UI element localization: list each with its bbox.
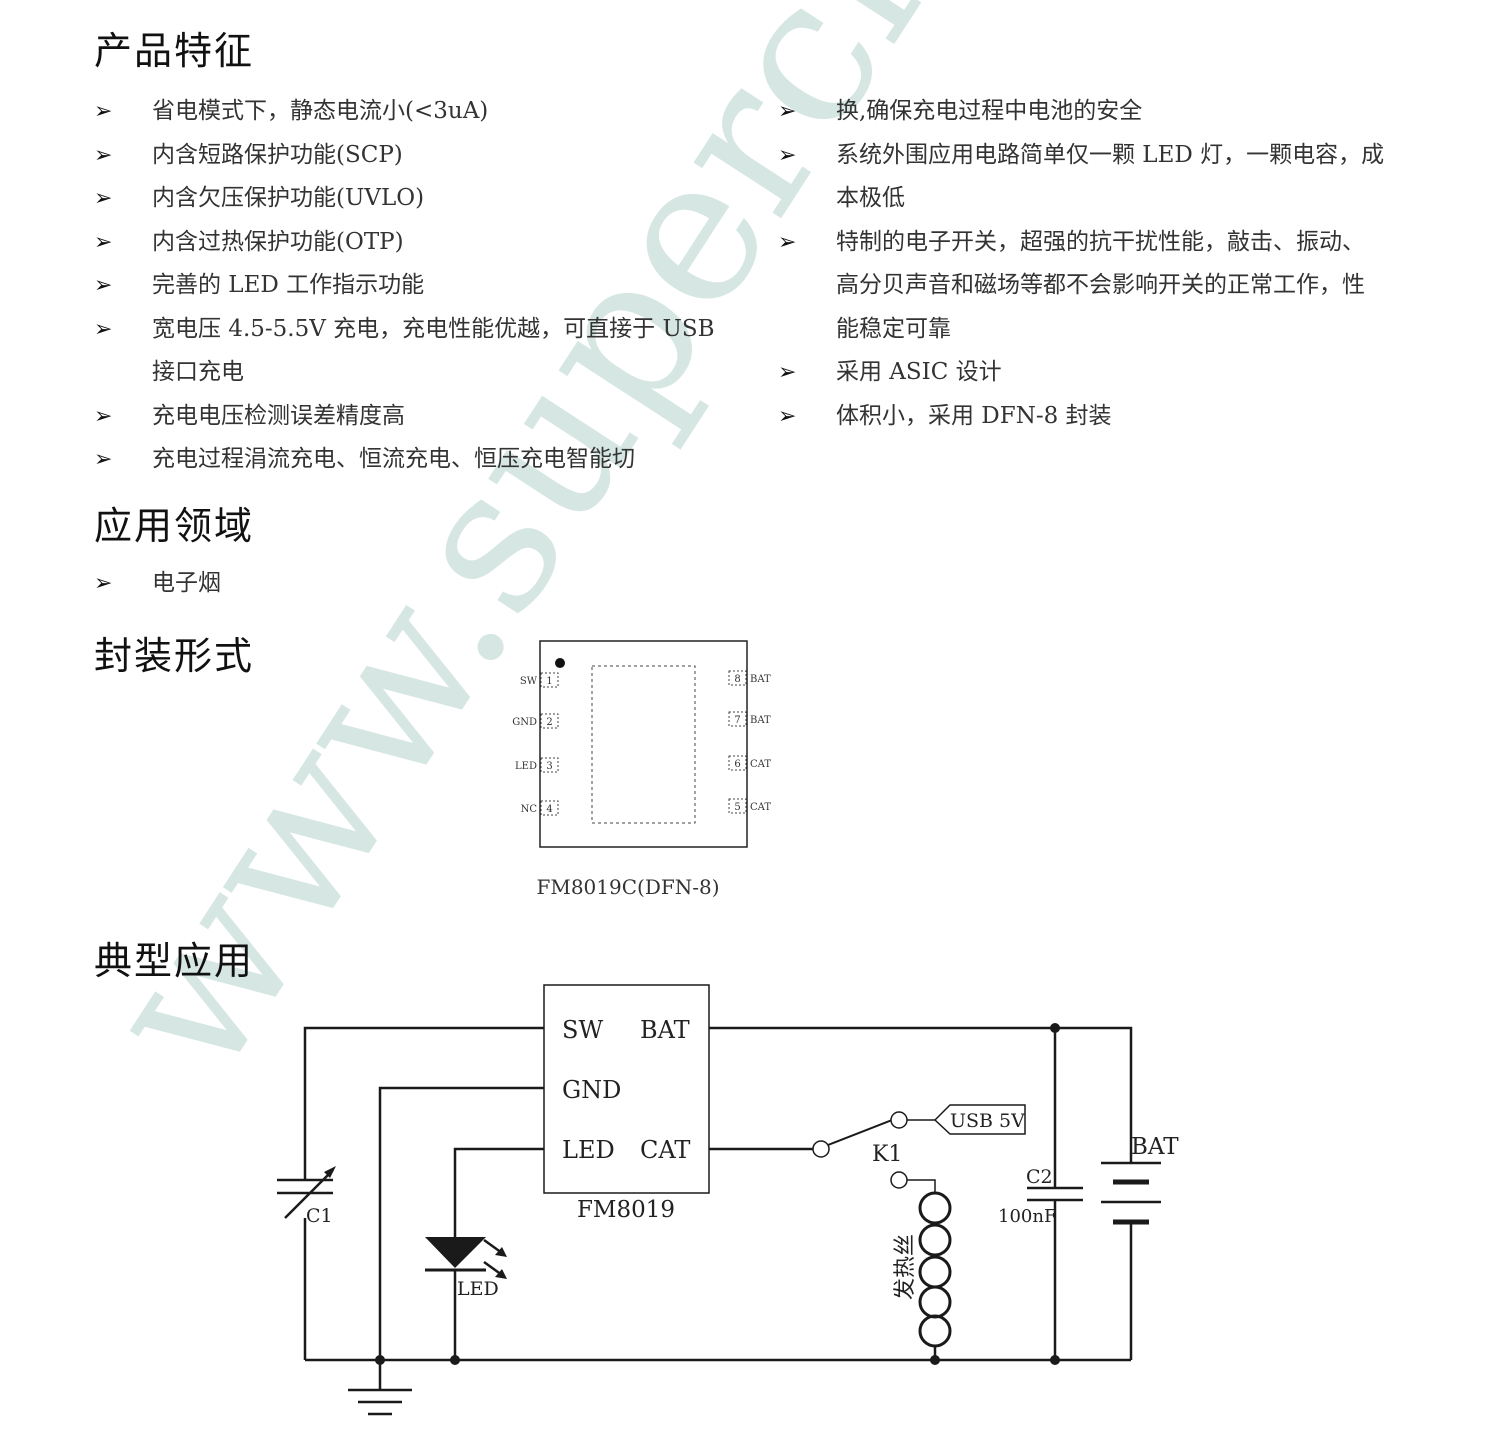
switch-blade: [827, 1119, 893, 1146]
arrow-bullet-icon: ➢: [94, 99, 113, 124]
arrow-bullet-icon: ➢: [778, 403, 797, 429]
arrow-bullet-icon: ➢: [94, 571, 113, 596]
pin1-marker: [555, 658, 565, 668]
switch-contact-heater: [890, 1171, 908, 1189]
feature-text: 能稳定可靠: [836, 315, 951, 342]
pin-pad: [728, 755, 747, 771]
pin-name: GND: [512, 717, 537, 728]
feature-text: 充电电压检测误差精度高: [152, 402, 405, 429]
pin-pad: [728, 670, 747, 686]
feature-text: 体积小，采用 DFN-8 封装: [836, 402, 1112, 429]
arrow-bullet-icon: ➢: [94, 229, 113, 255]
package-heading: 封装形式: [94, 634, 255, 678]
led-triangle: [425, 1237, 486, 1268]
led-arrowhead-2: [495, 1269, 507, 1279]
arrow-bullet-icon: ➢: [94, 447, 113, 472]
led-arrowhead-1: [495, 1247, 507, 1257]
pin-name: BAT: [750, 715, 771, 726]
pin-pad: [728, 711, 747, 727]
package-body: [539, 640, 748, 848]
feature-text: 本极低: [836, 185, 905, 211]
feature-text: 系统外围应用电路简单仅一颗 LED 灯，一颗电容，成: [836, 141, 1385, 168]
feature-text: 完善的 LED 工作指示功能: [152, 272, 425, 298]
c1-label: C1: [306, 1205, 333, 1227]
chip-name-label: FM8019: [577, 1197, 675, 1223]
pin-pad: [540, 713, 559, 729]
chip-pin-gnd: GND: [562, 1076, 621, 1104]
arrow-bullet-icon: ➢: [778, 360, 797, 385]
c1-adjust-arrow: [284, 1169, 334, 1219]
pin-name: LED: [515, 761, 537, 772]
c1-arrow-head: [324, 1166, 336, 1178]
usb-label: USB 5V: [950, 1110, 1025, 1132]
exposed-pad: [591, 665, 696, 824]
wire-gnd: [378, 1086, 544, 1390]
pin-pad: [540, 800, 559, 816]
pin-number: 5: [734, 802, 740, 813]
applications-heading: 应用领域: [94, 504, 255, 548]
pin-number: 7: [734, 715, 740, 726]
usb-tag: [933, 1104, 1026, 1135]
pin-pad: [540, 757, 559, 773]
arrow-bullet-icon: ➢: [778, 99, 797, 124]
features-heading: 产品特征: [94, 29, 255, 73]
arrow-bullet-icon: ➢: [94, 316, 113, 342]
wire-bat: [709, 1026, 1133, 1163]
pin-name: CAT: [750, 759, 771, 770]
wire-heater-top: [907, 1179, 936, 1192]
feature-text: 特制的电子开关，超强的抗干扰性能，敲击、振动、: [836, 228, 1365, 255]
pin-number: 2: [546, 717, 552, 728]
feature-text: 省电模式下，静态电流小(<3uA): [152, 98, 489, 124]
arrow-bullet-icon: ➢: [94, 403, 113, 429]
led-label: LED: [457, 1278, 499, 1300]
arrow-bullet-icon: ➢: [94, 142, 113, 168]
switch-contact-common: [812, 1140, 830, 1158]
wire-sw: [303, 1026, 544, 1180]
chip-pin-sw: SW: [562, 1016, 603, 1044]
arrow-bullet-icon: ➢: [94, 273, 113, 298]
feature-text: 宽电压 4.5-5.5V 充电，充电性能优越，可直接于 USB: [152, 315, 715, 342]
pin-number: 6: [734, 759, 740, 770]
package-caption: FM8019C(DFN-8): [536, 875, 719, 899]
heater-coil: [918, 1191, 952, 1348]
feature-text: 接口充电: [152, 359, 244, 385]
pin-pad: [540, 672, 559, 688]
chip-pin-led: LED: [562, 1136, 615, 1164]
pin-pad: [728, 798, 747, 814]
pin-name: BAT: [750, 674, 771, 685]
arrow-bullet-icon: ➢: [94, 186, 113, 211]
battery-label: BAT: [1131, 1134, 1179, 1160]
junction-dots: [375, 1023, 1060, 1365]
pin-number: 3: [546, 761, 552, 772]
pin-name: CAT: [750, 802, 771, 813]
feature-text: 内含过热保护功能(OTP): [152, 228, 404, 255]
chip-pin-cat: CAT: [640, 1136, 690, 1164]
c2-label: C2: [1026, 1166, 1053, 1188]
pin-name: SW: [520, 676, 538, 687]
switch-contact-usb: [890, 1111, 908, 1129]
feature-text: 内含短路保护功能(SCP): [152, 141, 403, 168]
feature-text: 内含欠压保护功能(UVLO): [152, 185, 425, 211]
feature-text: 充电过程涓流充电、恒流充电、恒压充电智能切: [152, 446, 635, 472]
typical-heading: 典型应用: [94, 939, 255, 983]
chip-pin-bat: BAT: [640, 1016, 690, 1044]
pin-number: 8: [734, 674, 740, 685]
feature-text: 采用 ASIC 设计: [836, 359, 1002, 385]
pin-number: 4: [546, 804, 552, 815]
heater-label: 发热丝: [893, 1234, 918, 1300]
pin-name: NC: [521, 804, 538, 815]
arrow-bullet-icon: ➢: [778, 229, 797, 255]
c2-value-label: 100nF: [998, 1206, 1056, 1227]
switch-label: K1: [872, 1142, 902, 1167]
feature-text: 高分贝声音和磁场等都不会影响开关的正常工作，性: [836, 272, 1365, 298]
arrow-bullet-icon: ➢: [778, 142, 797, 168]
wire-led: [453, 1147, 544, 1237]
pin-number: 1: [546, 676, 552, 687]
feature-text: 换,确保充电过程中电池的安全: [836, 98, 1143, 124]
circuit-diagram: SW BAT GND LED CAT FM8019 USB 5V K1 C1 C…: [277, 984, 1179, 1416]
